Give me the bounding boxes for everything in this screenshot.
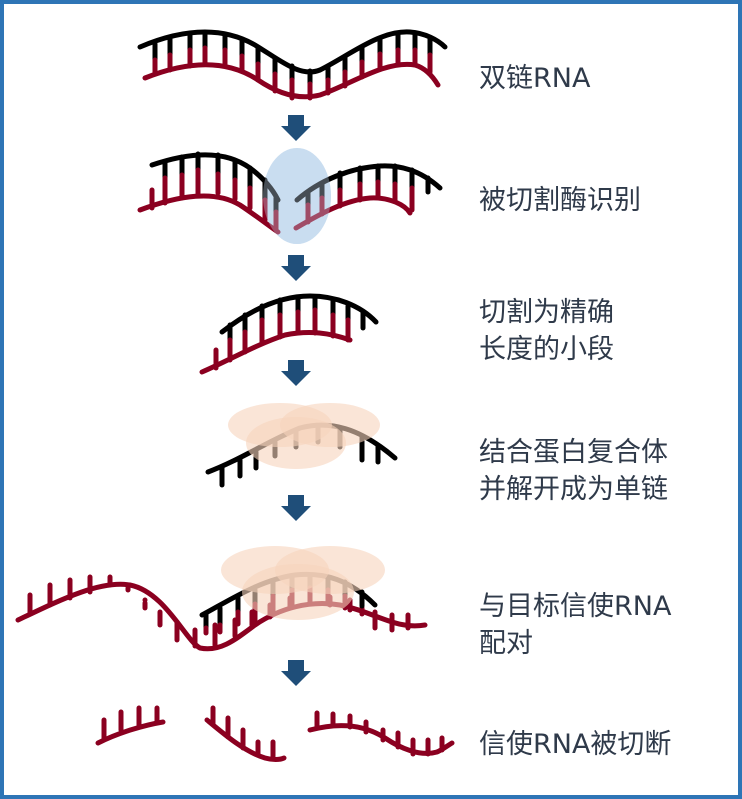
arrow-down-icon — [281, 360, 311, 386]
mrna-pairing-icon — [15, 546, 428, 652]
arrow-down-icon — [281, 660, 311, 686]
step-label-protein-complex: 结合蛋白复合体 并解开成为单链 — [479, 434, 668, 508]
sirna-fragment-icon — [199, 293, 379, 375]
label-line: 配对 — [479, 628, 533, 659]
label-line: 结合蛋白复合体 — [479, 437, 668, 468]
dicer-recognition-icon — [137, 148, 443, 244]
step-label-target-pairing: 与目标信使RNA 配对 — [479, 588, 671, 662]
step-label-double-stranded-rna: 双链RNA — [479, 60, 590, 97]
arrow-down-icon — [281, 255, 311, 281]
label-line: 双链RNA — [479, 63, 591, 94]
label-line: 切割为精确 — [479, 297, 614, 328]
cleaved-mrna-icon — [95, 705, 455, 762]
label-line: 被切割酶识别 — [479, 185, 641, 216]
step-label-mrna-cleaved: 信使RNA被切断 — [479, 726, 671, 763]
label-line: 信使RNA被切断 — [479, 729, 672, 760]
arrow-down-icon — [281, 495, 311, 521]
label-line: 与目标信使RNA — [479, 591, 672, 622]
risc-complex-icon — [205, 403, 398, 488]
arrow-down-icon — [281, 115, 311, 141]
double-stranded-rna-icon — [137, 29, 448, 101]
step-label-dicer-recognition: 被切割酶识别 — [479, 182, 641, 219]
label-line: 长度的小段 — [479, 334, 614, 365]
step-label-cut-fragments: 切割为精确 长度的小段 — [479, 294, 614, 368]
label-line: 并解开成为单链 — [479, 474, 668, 505]
